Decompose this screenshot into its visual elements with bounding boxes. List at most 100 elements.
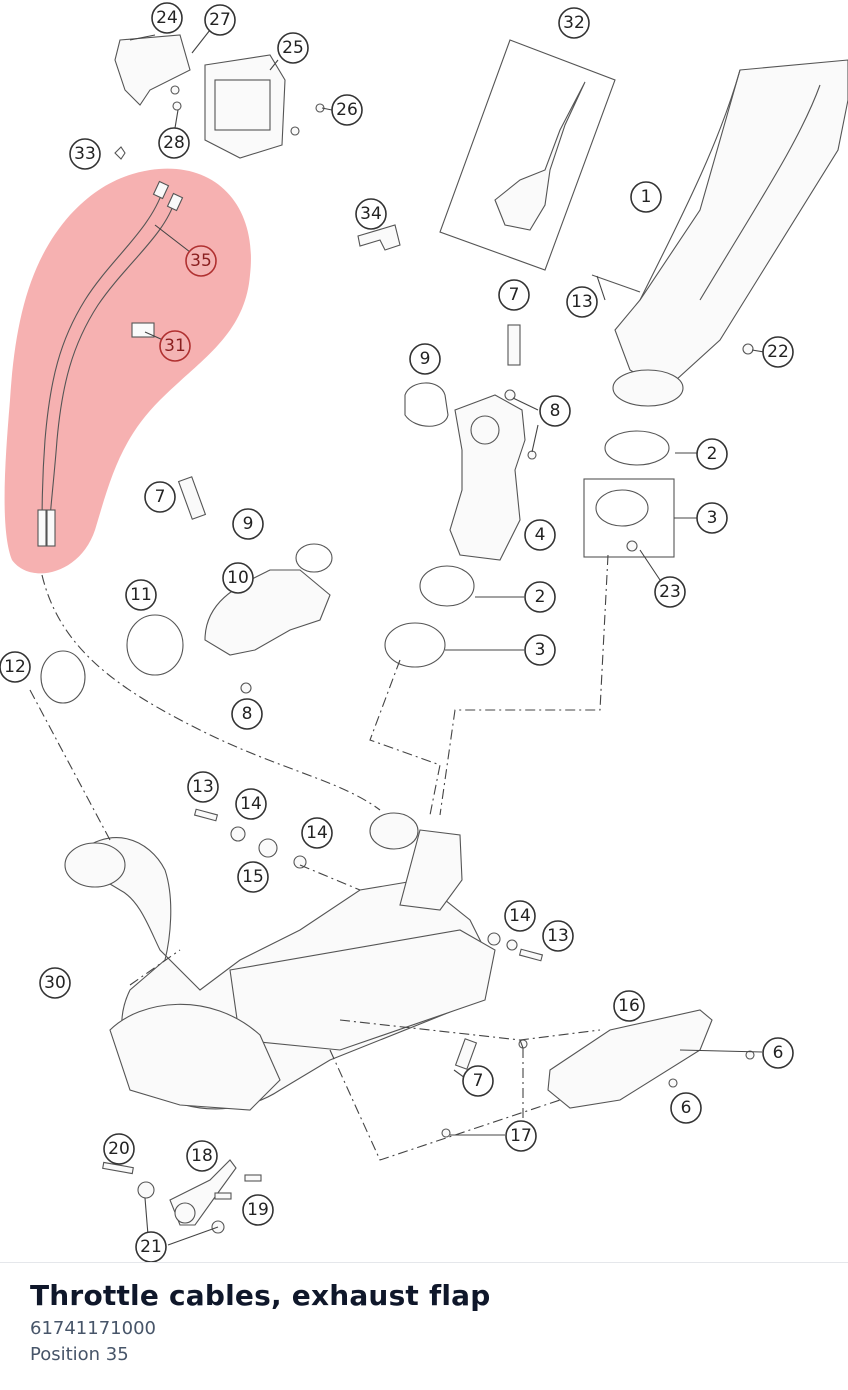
- svg-text:27: 27: [209, 10, 231, 30]
- sensor-7-left: [177, 476, 207, 520]
- gasket-2-lower: [419, 565, 475, 607]
- callout-23[interactable]: 23: [654, 576, 686, 608]
- svg-text:3: 3: [707, 508, 718, 528]
- svg-text:14: 14: [306, 823, 328, 843]
- callout-25[interactable]: 25: [277, 32, 309, 64]
- svg-text:9: 9: [420, 349, 431, 369]
- callout-13-center[interactable]: 13: [187, 771, 219, 803]
- svg-text:2: 2: [707, 444, 718, 464]
- heat-shield-assembly: [439, 39, 616, 271]
- callout-30[interactable]: 30: [39, 967, 71, 999]
- svg-text:16: 16: [618, 996, 640, 1016]
- svg-text:30: 30: [44, 973, 66, 993]
- svg-text:8: 8: [242, 704, 253, 724]
- silencer: [591, 59, 848, 407]
- svg-text:14: 14: [509, 906, 531, 926]
- callout-35[interactable]: 35: [185, 245, 217, 277]
- callout-28[interactable]: 28: [158, 127, 190, 159]
- svg-text:19: 19: [247, 1200, 269, 1220]
- callout-34[interactable]: 34: [355, 198, 387, 230]
- svg-text:13: 13: [547, 926, 569, 946]
- callout-2-upper[interactable]: 2: [696, 438, 728, 470]
- svg-text:13: 13: [192, 777, 214, 797]
- callout-24[interactable]: 24: [151, 2, 183, 34]
- callout-18[interactable]: 18: [186, 1140, 218, 1172]
- main-exhaust-body: [64, 812, 496, 1111]
- callout-3-upper[interactable]: 3: [696, 502, 728, 534]
- callout-7-top[interactable]: 7: [498, 279, 530, 311]
- svg-text:12: 12: [4, 657, 26, 677]
- svg-text:8: 8: [550, 401, 561, 421]
- callout-16[interactable]: 16: [613, 990, 645, 1022]
- svg-text:4: 4: [535, 525, 546, 545]
- callout-32[interactable]: 32: [558, 7, 590, 39]
- svg-text:6: 6: [681, 1098, 692, 1118]
- svg-text:25: 25: [282, 38, 304, 58]
- callout-9-left[interactable]: 9: [232, 508, 264, 540]
- svg-text:35: 35: [190, 251, 212, 271]
- svg-text:33: 33: [74, 144, 96, 164]
- svg-text:11: 11: [130, 585, 152, 605]
- callout-3-lower[interactable]: 3: [524, 634, 556, 666]
- callout-1[interactable]: 1: [630, 181, 662, 213]
- gasket-12: [40, 650, 86, 704]
- gasket-9-left: [295, 543, 333, 573]
- callout-6-right[interactable]: 6: [762, 1037, 794, 1069]
- svg-text:6: 6: [773, 1043, 784, 1063]
- svg-text:1: 1: [641, 187, 652, 207]
- callout-2-lower[interactable]: 2: [524, 581, 556, 613]
- callout-31[interactable]: 31: [159, 330, 191, 362]
- throttle-body-assembly: [114, 34, 325, 160]
- fasteners-center: [193, 808, 544, 962]
- callout-8-lower[interactable]: 8: [231, 698, 263, 730]
- callout-13-top[interactable]: 13: [566, 286, 598, 318]
- svg-text:2: 2: [535, 587, 546, 607]
- svg-text:21: 21: [140, 1237, 162, 1257]
- leader-lines: [129, 29, 765, 1246]
- callout-9-upper[interactable]: 9: [409, 343, 441, 375]
- gasket-9-upper: [404, 382, 449, 427]
- svg-text:31: 31: [164, 336, 186, 356]
- svg-text:13: 13: [571, 292, 593, 312]
- bracket-34: [357, 224, 401, 251]
- callout-7-left[interactable]: 7: [144, 481, 176, 513]
- callout-33[interactable]: 33: [69, 138, 101, 170]
- svg-text:26: 26: [336, 100, 358, 120]
- callout-6-lower[interactable]: 6: [670, 1092, 702, 1124]
- callout-4[interactable]: 4: [524, 519, 556, 551]
- part-position: Position 35: [30, 1344, 129, 1365]
- callout-20[interactable]: 20: [103, 1133, 135, 1165]
- svg-text:24: 24: [156, 8, 178, 28]
- svg-text:17: 17: [510, 1126, 532, 1146]
- svg-text:14: 14: [240, 794, 262, 814]
- callout-17[interactable]: 17: [505, 1120, 537, 1152]
- clamp-3-upper: [595, 489, 649, 527]
- sensor-7-top: [507, 324, 521, 366]
- caption-divider: [0, 1262, 848, 1263]
- clamp-3-lower: [384, 622, 446, 668]
- callout-14-c[interactable]: 14: [504, 900, 536, 932]
- callout-26[interactable]: 26: [331, 94, 363, 126]
- svg-text:20: 20: [108, 1139, 130, 1159]
- callout-11[interactable]: 11: [125, 579, 157, 611]
- callout-14-a[interactable]: 14: [235, 788, 267, 820]
- callout-8-upper[interactable]: 8: [539, 395, 571, 427]
- callout-15[interactable]: 15: [237, 861, 269, 893]
- svg-text:7: 7: [473, 1071, 484, 1091]
- svg-text:22: 22: [767, 342, 789, 362]
- svg-text:15: 15: [242, 867, 264, 887]
- callout-7-bottom[interactable]: 7: [462, 1065, 494, 1097]
- sensor-7-bottom: [454, 1038, 478, 1070]
- throttle-cables[interactable]: [37, 180, 184, 547]
- callout-19[interactable]: 19: [242, 1194, 274, 1226]
- callout-27[interactable]: 27: [204, 4, 236, 36]
- callout-10[interactable]: 10: [222, 562, 254, 594]
- part-title: Throttle cables, exhaust flap: [30, 1279, 491, 1312]
- callout-14-b[interactable]: 14: [301, 817, 333, 849]
- callout-13-right[interactable]: 13: [542, 920, 574, 952]
- callout-22[interactable]: 22: [762, 336, 794, 368]
- svg-text:28: 28: [163, 133, 185, 153]
- callout-12[interactable]: 12: [0, 651, 31, 683]
- gasket-2-upper: [604, 430, 670, 466]
- callout-21[interactable]: 21: [135, 1231, 167, 1262]
